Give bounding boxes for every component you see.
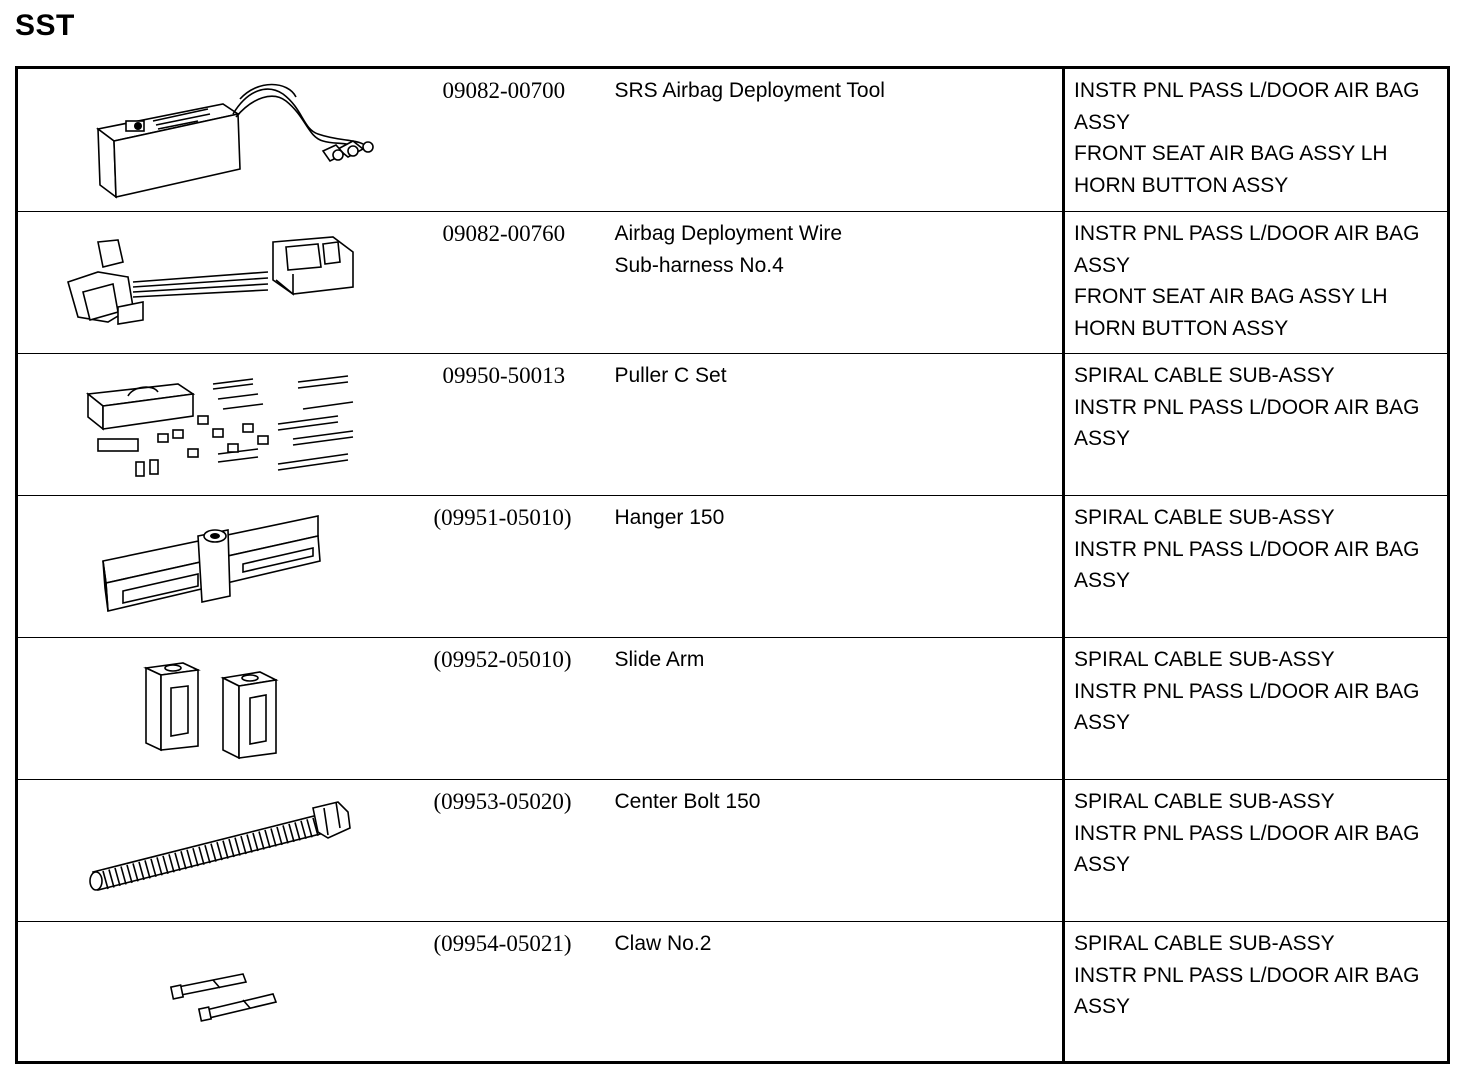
tool-name: Center Bolt 150 — [614, 790, 761, 813]
tool-name: Slide Arm — [614, 648, 705, 671]
usage-line: HORN BUTTON ASSY — [1074, 316, 1289, 340]
usage-cell: SPIRAL CABLE SUB-ASSY INSTR PNL PASS L/DO… — [1063, 779, 1449, 922]
usage-line: INSTR PNL PASS L/DOOR AIR BAG — [1074, 222, 1420, 245]
usage-line: INSTR PNL PASS L/DOOR AIR BAG — [1074, 537, 1420, 561]
part-number: 09082-00760 — [442, 221, 566, 246]
part-number: (09953-05020) — [433, 789, 572, 814]
usage-cell: SPIRAL CABLE SUB-ASSY INSTR PNL PASS L/DO… — [1063, 637, 1449, 780]
part-number: (09952-05010) — [433, 647, 572, 672]
part-number-cell: (09951-05010) — [416, 495, 615, 638]
part-number: (09954-05021) — [433, 931, 572, 956]
tool-name-cell: SRS Airbag Deployment Tool — [614, 67, 1065, 212]
usage-line: INSTR PNL PASS L/DOOR AIR BAG — [1074, 395, 1420, 419]
slide-arm-illustration — [143, 662, 279, 760]
usage-line: SPIRAL CABLE SUB-ASSY — [1074, 790, 1335, 813]
usage-line: SPIRAL CABLE SUB-ASSY — [1074, 648, 1335, 671]
table-row: 09082-00700 SRS Airbag Deployment Tool INS… — [16, 67, 1449, 212]
claw-illustration — [169, 973, 278, 1022]
part-number-cell: 09082-00700 — [416, 67, 615, 212]
part-number: (09951-05010) — [433, 505, 572, 530]
tool-image-cell — [16, 211, 417, 354]
part-number-cell: 09082-00760 — [416, 211, 615, 354]
tool-image-cell — [16, 779, 417, 922]
usage-line: ASSY — [1074, 995, 1131, 1018]
tool-image-cell — [16, 67, 417, 212]
tool-image-cell — [16, 495, 417, 638]
usage-cell: SPIRAL CABLE SUB-ASSY INSTR PNL PASS L/DO… — [1063, 495, 1449, 638]
part-number: 09082-00700 — [442, 78, 566, 103]
hanger-illustration — [102, 515, 321, 612]
usage-line: INSTR PNL PASS L/DOOR AIR BAG — [1074, 79, 1420, 102]
usage-cell: INSTR PNL PASS L/DOOR AIR BAG ASSY FRONT S… — [1063, 211, 1449, 354]
usage-line: INSTR PNL PASS L/DOOR AIR BAG — [1074, 963, 1420, 987]
usage-line: SPIRAL CABLE SUB-ASSY — [1074, 932, 1335, 955]
deployment-tool-illustration — [96, 83, 374, 199]
table-row: (09954-05021) Claw No.2 SPIRAL CABLE SUB-A… — [16, 921, 1449, 1063]
tool-name: Sub-harness No.4 — [614, 253, 784, 277]
tool-name-cell: Claw No.2 — [614, 921, 1065, 1063]
usage-line: ASSY — [1074, 427, 1131, 450]
usage-line: INSTR PNL PASS L/DOOR AIR BAG — [1074, 679, 1420, 703]
part-number: 09950-50013 — [442, 363, 566, 388]
tool-name: Airbag Deployment Wire — [614, 222, 843, 245]
table-row: (09951-05010) Hanger 150 SPIRAL CABLE SUB-… — [16, 495, 1449, 638]
part-number-cell: 09950-50013 — [416, 353, 615, 496]
usage-line: ASSY — [1074, 569, 1131, 592]
usage-line: FRONT SEAT AIR BAG ASSY LH — [1074, 142, 1388, 165]
tool-name: Claw No.2 — [614, 932, 712, 955]
usage-cell: SPIRAL CABLE SUB-ASSY INSTR PNL PASS L/DO… — [1063, 921, 1449, 1063]
usage-line: ASSY — [1074, 711, 1131, 734]
table-row: (09953-05020) Center Bolt 150 SPIRAL CABLE… — [16, 779, 1449, 922]
usage-cell: INSTR PNL PASS L/DOOR AIR BAG ASSY FRONT S… — [1063, 67, 1449, 212]
usage-line: ASSY — [1074, 110, 1131, 134]
part-number-cell: (09952-05010) — [416, 637, 615, 780]
page-title: SST — [15, 9, 75, 42]
tool-name-cell: Center Bolt 150 — [614, 779, 1065, 922]
usage-line: SPIRAL CABLE SUB-ASSY — [1074, 506, 1335, 529]
tool-image-cell — [16, 921, 417, 1063]
tool-name: SRS Airbag Deployment Tool — [614, 79, 885, 102]
tool-name: Puller C Set — [614, 364, 727, 387]
wire-subharness-illustration — [67, 236, 354, 325]
tool-image-cell — [16, 637, 417, 780]
tool-image-cell — [16, 353, 417, 496]
usage-line: FRONT SEAT AIR BAG ASSY LH — [1074, 285, 1388, 308]
part-number-cell: (09953-05020) — [416, 779, 615, 922]
usage-line: ASSY — [1074, 853, 1131, 876]
puller-set-illustration — [85, 375, 354, 477]
table-row: (09952-05010) Slide Arm SPIRAL CABLE SUB-A… — [16, 637, 1449, 780]
tool-name: Hanger 150 — [614, 506, 725, 529]
usage-line: INSTR PNL PASS L/DOOR AIR BAG — [1074, 821, 1420, 845]
center-bolt-illustration — [89, 801, 351, 891]
tool-name-cell: Hanger 150 — [614, 495, 1065, 638]
usage-line: SPIRAL CABLE SUB-ASSY — [1074, 364, 1335, 387]
part-number-cell: (09954-05021) — [416, 921, 615, 1063]
tool-name-cell: Slide Arm — [614, 637, 1065, 780]
tool-name-cell: Puller C Set — [614, 353, 1065, 496]
usage-line: HORN BUTTON ASSY — [1074, 173, 1289, 197]
usage-cell: SPIRAL CABLE SUB-ASSY INSTR PNL PASS L/DO… — [1063, 353, 1449, 496]
table-row: 09950-50013 Puller C Set SPIRAL CABLE SUB-… — [16, 353, 1449, 496]
usage-line: ASSY — [1074, 253, 1131, 277]
